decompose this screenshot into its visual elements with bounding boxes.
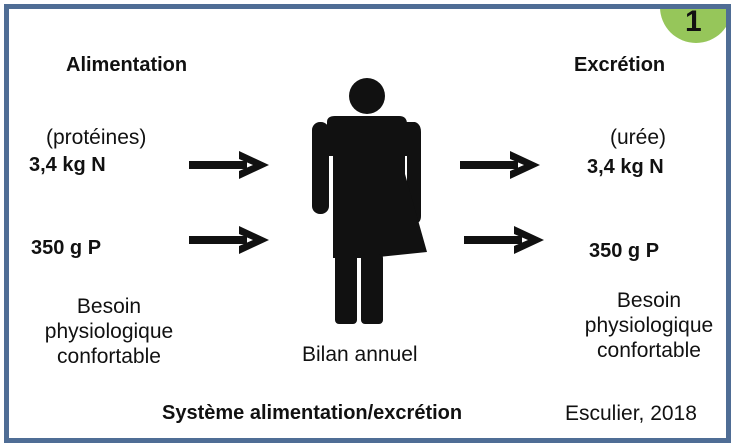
right-need-line: physiologique — [584, 314, 714, 338]
right-nitrogen-value: 3,4 kg N — [587, 156, 664, 178]
arrow-right-icon — [189, 151, 269, 179]
right-heading: Excrétion — [574, 54, 666, 76]
source-credit: Esculier, 2018 — [565, 402, 697, 425]
left-need-label: Besoin physiologique confortable — [34, 294, 184, 370]
right-nitrogen-note: (urée) — [610, 126, 667, 149]
right-phosphorus-value: 350 g P — [589, 240, 660, 262]
badge-number: 1 — [685, 5, 702, 38]
right-need-line: confortable — [597, 339, 701, 363]
left-heading: Alimentation — [66, 54, 188, 76]
number-badge: 1 — [660, 5, 726, 43]
left-nitrogen-value: 3,4 kg N — [29, 154, 106, 176]
left-need-line: confortable — [57, 345, 161, 369]
diagram-title: Système alimentation/excrétion — [162, 402, 463, 424]
arrow-right-icon — [460, 151, 540, 179]
left-nitrogen-note: (protéines) — [46, 126, 147, 149]
arrow-right-icon — [189, 226, 269, 254]
left-need-line: Besoin — [76, 295, 142, 318]
diagram-frame: 1 Alimentation (protéines) 3,4 kg N 350 … — [4, 4, 731, 443]
arrow-right-icon — [464, 226, 544, 254]
center-label: Bilan annuel — [302, 343, 418, 366]
right-need-label: Besoin physiologique confortable — [574, 288, 724, 364]
person-icon — [312, 78, 427, 324]
right-need-line: Besoin — [616, 289, 682, 312]
left-need-line: physiologique — [44, 320, 174, 344]
left-phosphorus-value: 350 g P — [31, 237, 102, 259]
